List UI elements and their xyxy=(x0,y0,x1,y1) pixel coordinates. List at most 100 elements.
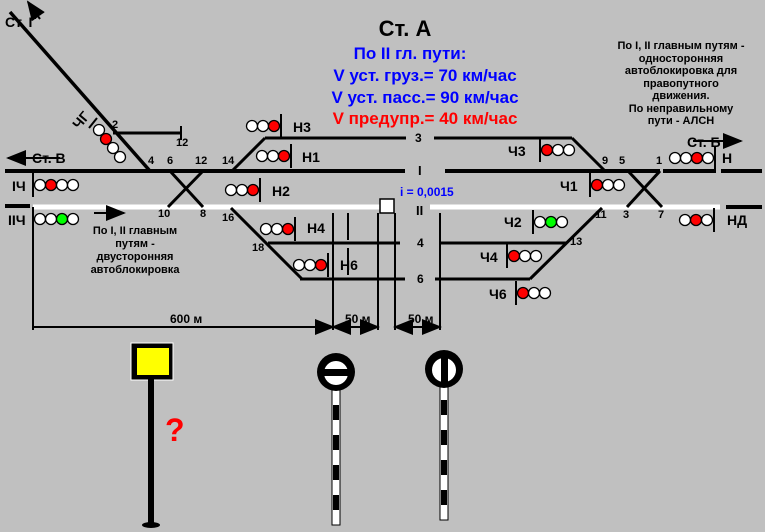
switch-number: 11 xyxy=(595,209,607,221)
signal-lamp-red xyxy=(314,258,328,272)
signal-label: IIЧ xyxy=(8,212,26,228)
switch-number: 12 xyxy=(195,155,208,167)
switch-number: 18 xyxy=(252,242,265,254)
distance-600: 600 м xyxy=(170,312,203,326)
note-line: правопутного xyxy=(643,77,719,90)
signal-lamp-off xyxy=(259,222,273,236)
signal-lamp-red xyxy=(267,119,281,133)
note-line: По неправильному xyxy=(628,102,734,115)
signal-lamp-off xyxy=(562,143,576,157)
station-b: Ст. Б xyxy=(687,134,721,150)
signal-lamp-off xyxy=(529,249,543,263)
track-I-label: I xyxy=(418,163,422,178)
station-v: Ст. В xyxy=(32,150,66,166)
signal-lamp-red xyxy=(277,149,291,163)
note-line: пути - АЛСН xyxy=(647,115,715,127)
signal-lamp-red xyxy=(99,132,113,146)
signal-mast xyxy=(88,117,98,129)
signal-lamp-off xyxy=(701,151,715,165)
signal-lamp-off xyxy=(266,149,280,163)
signal-label: Н6 xyxy=(340,257,358,273)
distance-50-b: 50 м xyxy=(408,312,434,326)
round-sign-vertical xyxy=(425,350,463,521)
track-II-label: II xyxy=(416,203,424,218)
signal-label: Н4 xyxy=(307,220,325,236)
signal-lamp-off xyxy=(224,183,238,197)
signal-lamp-red xyxy=(507,249,521,263)
speed-header: По II гл. пути: xyxy=(353,44,467,63)
signal-label: Ч1 xyxy=(560,178,578,194)
signal-lamp-off xyxy=(668,151,682,165)
note-line: По I, II главным xyxy=(92,225,178,237)
signal-lamp-off xyxy=(66,178,80,192)
distance-50-a: 50 м xyxy=(345,312,371,326)
gradient-label: i = 0,0015 xyxy=(400,185,454,199)
signal-label: Н1 xyxy=(302,149,320,165)
switch-number: 12 xyxy=(176,137,189,149)
signal-lamp-off xyxy=(538,286,552,300)
signal-lamp-off xyxy=(33,212,47,226)
signal-lamp-red xyxy=(690,151,704,165)
signal-lamp-off xyxy=(33,178,47,192)
switch-number: 7 xyxy=(658,209,665,221)
signal-lamp-off xyxy=(551,143,565,157)
signal-lamp-off xyxy=(92,123,106,137)
signal-lamp-green xyxy=(55,212,69,226)
note-line: движения. xyxy=(652,90,710,102)
switch-number: 6 xyxy=(167,155,174,167)
track-6-label: 6 xyxy=(417,272,424,286)
switch-number: 5 xyxy=(619,155,626,167)
signal-lamp-off xyxy=(270,222,284,236)
signal-lamp-red xyxy=(44,178,58,192)
signal-lamp-off xyxy=(66,212,80,226)
signal-label: Ч3 xyxy=(508,143,526,159)
switch-number: 3 xyxy=(623,209,630,221)
speed-warn: V предупр.= 40 км/час xyxy=(332,109,518,128)
signals xyxy=(32,114,716,305)
signal-lamp-red xyxy=(516,286,530,300)
signal-lamp-off xyxy=(303,258,317,272)
signal-label: Н xyxy=(722,150,733,166)
signal-lamp-off xyxy=(235,183,249,197)
switch-number: 8 xyxy=(200,208,207,220)
signal-label: Ч6 xyxy=(489,286,507,302)
note-line: По I, II главным путям - xyxy=(617,40,745,52)
switch-number: 16 xyxy=(222,212,235,224)
switch-number: 13 xyxy=(570,236,583,248)
signal-lamp-off xyxy=(678,213,692,227)
note-line: автоблокировка xyxy=(90,264,180,276)
signal-label: IЧ xyxy=(12,178,26,194)
signal-lamp-red xyxy=(246,183,260,197)
gradient-marker xyxy=(379,198,395,214)
signal-lamp-off xyxy=(518,249,532,263)
speed-pass: V уст. пасс.= 90 км/час xyxy=(331,88,519,107)
signal-lamp-off xyxy=(612,178,626,192)
switch-number: 1 xyxy=(656,155,663,167)
signal-lamp-off xyxy=(106,141,120,155)
note-line: автоблокировка для xyxy=(624,65,738,77)
round-sign-horizontal xyxy=(317,353,355,526)
track-4-label: 4 xyxy=(417,236,424,250)
track-3-label: 3 xyxy=(415,131,422,145)
signs xyxy=(130,342,463,528)
signal-label: Ч2 xyxy=(504,214,522,230)
switch-number: 2 xyxy=(112,119,119,131)
signal-lamp-off xyxy=(292,258,306,272)
switch-number: 10 xyxy=(158,208,171,220)
note-line: путям - xyxy=(115,238,155,250)
signal-lamp-off xyxy=(700,213,714,227)
signal-lamp-green xyxy=(544,215,558,229)
switch-number: 14 xyxy=(222,155,235,167)
signal-lamp-red xyxy=(281,222,295,236)
signal-lamp-off xyxy=(679,151,693,165)
signal-lamp-off xyxy=(527,286,541,300)
signal-lamp-off xyxy=(256,119,270,133)
note-line: односторонняя xyxy=(638,52,724,65)
signal-lamp-off xyxy=(555,215,569,229)
signal-lamp-red xyxy=(689,213,703,227)
station-title: Ст. А xyxy=(378,16,432,41)
